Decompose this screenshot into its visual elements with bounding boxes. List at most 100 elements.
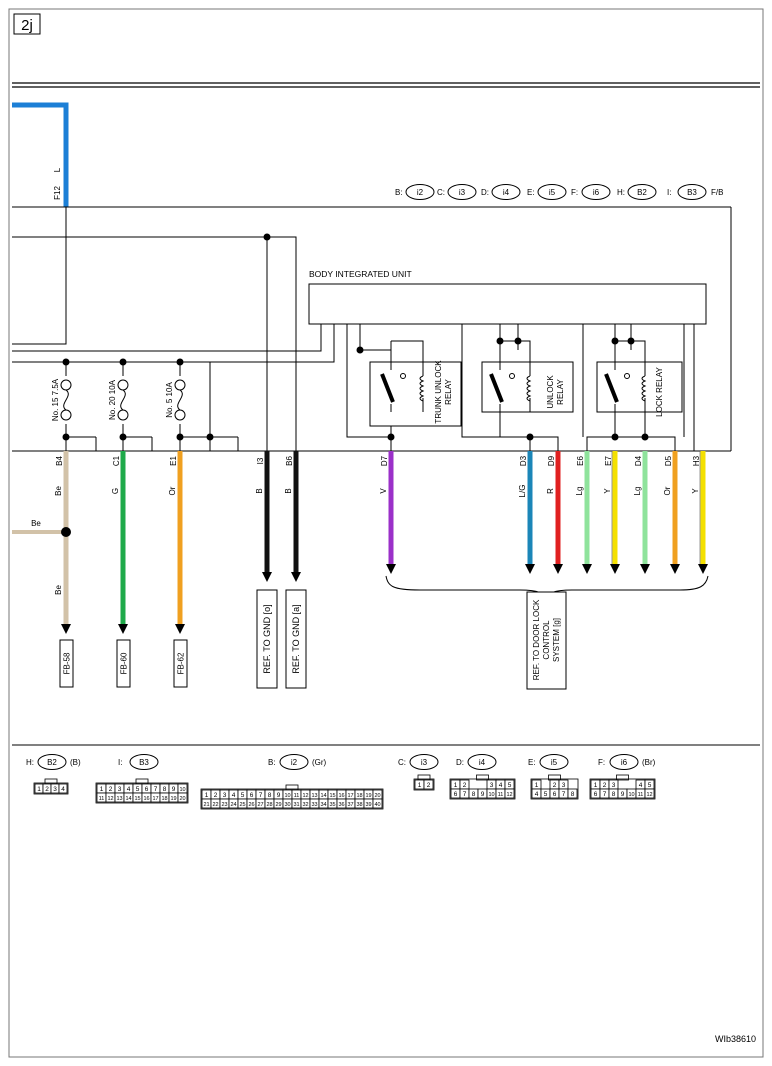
connector-pin: 8 (268, 792, 272, 799)
wire-color-code: R (546, 488, 555, 494)
connector-pin: 4 (535, 791, 539, 798)
connector-view-note: (Br) (642, 758, 656, 767)
dest-label: FB-58 (63, 652, 72, 674)
connector-pin: 40 (374, 802, 380, 808)
legend-prefix: E: (527, 188, 535, 197)
dest-box-b6: REF. TO GND [a] (285, 589, 307, 689)
connector-view-prefix: H: (26, 758, 34, 767)
connector-pin: 17 (152, 796, 158, 802)
wire-e7: E7Y (603, 451, 620, 574)
connector-pin: 5 (508, 782, 512, 789)
connector-pin: 34 (320, 802, 326, 808)
connector-pin: 1 (535, 782, 539, 789)
connector-pin: 11 (99, 796, 105, 802)
arrow-down-icon (61, 624, 71, 634)
connector-pin: 3 (53, 786, 57, 793)
connector-pin: 16 (143, 796, 149, 802)
dest-label: REF. TO GND [o] (262, 604, 272, 673)
connector-pin: 6 (145, 786, 149, 793)
connector-pin: 7 (259, 792, 263, 799)
connector-pin: 37 (347, 802, 353, 808)
wire-color-code: Y (691, 488, 700, 494)
arrow-down-icon (698, 564, 708, 574)
wire-terminal: E1 (169, 456, 178, 466)
wire-color-code: Lg (575, 487, 584, 496)
wire-color-code: B (255, 488, 264, 493)
connector-view-id: i3 (421, 758, 428, 767)
connector-view-id: B2 (47, 758, 57, 767)
connector-pin: 16 (338, 793, 344, 799)
connector-pin: 7 (154, 786, 158, 793)
legend-id: i4 (503, 188, 510, 197)
wire-terminal: E6 (576, 456, 585, 466)
dest-box-b4: FB-58 (59, 639, 74, 688)
fuse-element-icon (63, 389, 69, 411)
connector-pin: 7 (562, 791, 566, 798)
connector-pin: 1 (418, 782, 422, 789)
legend-id: i6 (593, 188, 600, 197)
connector-pin: 6 (250, 792, 254, 799)
legend-id: B3 (687, 188, 697, 197)
connector-pin: 1 (594, 782, 598, 789)
connector-pin: 11 (498, 792, 504, 798)
connector-pin: 10 (179, 787, 185, 793)
connector-pin: 5 (241, 792, 245, 799)
connector-pin: 30 (284, 802, 290, 808)
connector-pin: 18 (161, 796, 167, 802)
wire-d7: D7V (379, 451, 396, 574)
top-feed-wire: L F12 (12, 102, 69, 207)
connector-view-note: (Gr) (312, 758, 327, 767)
connector-pin: 17 (347, 793, 353, 799)
legend-prefix: B: (395, 188, 403, 197)
legend-prefix: H: (617, 188, 625, 197)
page-border (8, 8, 764, 1058)
connector-view-prefix: E: (528, 758, 536, 767)
connector-pin: 12 (302, 793, 308, 799)
wire-terminal: D9 (547, 455, 556, 466)
door-lock-ref-line3: SYSTEM [g] (552, 618, 561, 662)
wire-i3: I3B (255, 451, 272, 582)
relay-coil-icon (419, 375, 425, 402)
connector-pin: 8 (472, 791, 476, 798)
section-tag: 2j (13, 13, 41, 35)
fuse-element-icon (120, 389, 126, 411)
wire-terminal: H3 (692, 455, 701, 466)
legend-connector-i4: D: i4 (481, 184, 521, 200)
connector-pin: 15 (134, 796, 140, 802)
wire-color-code: G (111, 488, 120, 494)
connector-pin: 27 (257, 802, 263, 808)
connector-pin: 4 (127, 786, 131, 793)
connector-pin: 2 (603, 782, 607, 789)
legend-suffix: F/B (711, 188, 723, 197)
connector-pin: 1 (100, 786, 104, 793)
wire-terminal: D3 (519, 455, 528, 466)
connector-pin: 33 (311, 802, 317, 808)
connector-pin: 8 (612, 791, 616, 798)
connector-pin: 6 (594, 791, 598, 798)
arrow-down-icon (553, 564, 563, 574)
relay-label-line1: LOCK RELAY (655, 367, 664, 417)
dest-box-c1: FB-60 (116, 639, 131, 688)
fuse-2: No. 5 10A (165, 376, 186, 424)
connector-pin: 3 (562, 782, 566, 789)
wire-color-code: Lg (633, 487, 642, 496)
connector-pin: 12 (107, 796, 113, 802)
connector-pin: 38 (356, 802, 362, 808)
connector-pin: 10 (284, 793, 290, 799)
connector-pin: 8 (571, 791, 575, 798)
dest-box-i3: REF. TO GND [o] (256, 589, 278, 689)
connector-pin: 2 (427, 782, 431, 789)
fuse-element-icon (177, 389, 183, 411)
connector-pin: 35 (329, 802, 335, 808)
connector-pin: 11 (294, 793, 300, 799)
legend-prefix: D: (481, 188, 489, 197)
connector-pin: 15 (329, 793, 335, 799)
